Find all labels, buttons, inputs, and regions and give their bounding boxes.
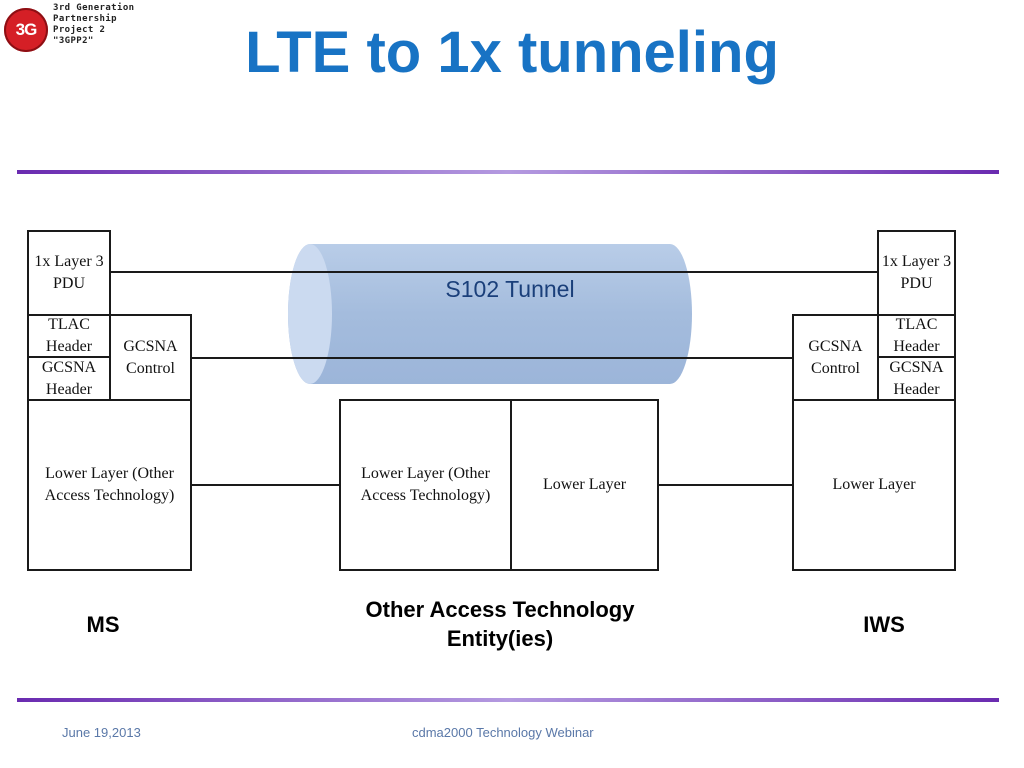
ms-tlac-header-box: TLAC Header (27, 314, 111, 358)
ms-layer3-pdu-box: 1x Layer 3 PDU (27, 230, 111, 316)
iws-lower-layer-box: Lower Layer (792, 399, 956, 571)
logo-line: "3GPP2" (53, 36, 94, 46)
iws-gcsna-header-box: GCSNA Header (877, 356, 956, 401)
iws-tlac-header-box: TLAC Header (877, 314, 956, 358)
footer-title: cdma2000 Technology Webinar (412, 725, 594, 740)
oat-lower-layer-box: Lower Layer (510, 399, 659, 571)
iws-label: IWS (863, 612, 905, 637)
ms-oat-link-line (191, 484, 340, 486)
slide-title: LTE to 1x tunneling (245, 20, 779, 85)
s102-tunnel-cylinder (288, 244, 692, 384)
ms-lower-layer-box: Lower Layer (Other Access Technology) (27, 399, 192, 571)
oat-label: Other Access Technology Entity(ies) (365, 597, 635, 651)
oat-lower-layer-oat-box: Lower Layer (Other Access Technology) (339, 399, 512, 571)
tunnel-label: S102 Tunnel (445, 276, 575, 302)
layer3-peer-line (110, 271, 877, 273)
iws-layer3-pdu-box: 1x Layer 3 PDU (877, 230, 956, 316)
footer-date: June 19,2013 (62, 725, 141, 740)
top-divider (17, 170, 999, 174)
logo-line: 3rd Generation (53, 3, 135, 13)
ms-gcsna-header-box: GCSNA Header (27, 356, 111, 401)
ms-label: MS (86, 612, 120, 637)
logo-text: 3rd Generation Partnership Project 2 "3G… (53, 3, 134, 47)
logo-line: Partnership (53, 14, 118, 24)
ms-gcsna-control-box: GCSNA Control (109, 314, 192, 401)
logo: 3G 3rd Generation Partnership Project 2 … (4, 2, 164, 52)
bottom-divider (17, 698, 999, 702)
iws-gcsna-control-box: GCSNA Control (792, 314, 879, 401)
gcsna-peer-line (191, 357, 793, 359)
logo-line: Project 2 (53, 25, 106, 35)
logo-mark: 3G (4, 8, 48, 52)
oat-iws-link-line (658, 484, 792, 486)
